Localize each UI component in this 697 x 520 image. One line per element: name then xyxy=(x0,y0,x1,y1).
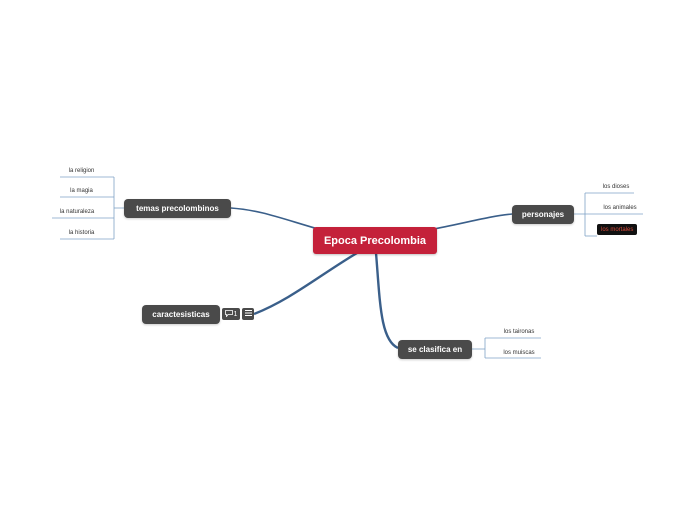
leaf-label: la religion xyxy=(68,168,95,174)
clasifica-leaf-lines xyxy=(472,337,541,359)
leaf-label: los muiscas xyxy=(503,350,535,356)
personajes-leaf-lines xyxy=(574,192,643,237)
topic-label: personajes xyxy=(521,210,565,219)
topic-label: se clasifica en xyxy=(407,345,463,354)
leaf-los-mortales[interactable]: los mortales xyxy=(597,224,638,235)
topic-personajes[interactable]: personajes xyxy=(512,205,574,224)
central-topic[interactable]: Epoca Precolombia xyxy=(313,227,437,254)
leaf-label: los taironas xyxy=(503,329,535,335)
notes-lines-icon xyxy=(244,310,252,318)
leaf-la-historia[interactable]: la historia xyxy=(60,228,103,238)
leaf-los-animales[interactable]: los animales xyxy=(597,203,643,213)
leaf-label: los dioses xyxy=(602,184,630,190)
speech-bubble-icon xyxy=(224,309,233,319)
temas-leaf-lines xyxy=(52,176,124,240)
leaf-la-religion[interactable]: la religion xyxy=(60,166,103,176)
topic-label: temas precolombinos xyxy=(136,204,219,213)
connector-temas xyxy=(230,207,319,230)
leaf-los-dioses[interactable]: los dioses xyxy=(596,182,636,192)
leaf-los-muiscas[interactable]: los muiscas xyxy=(497,348,541,358)
topic-caractesisticas[interactable]: caractesisticas xyxy=(142,305,220,324)
connector-clasifica xyxy=(374,252,399,350)
leaf-la-naturaleza[interactable]: la naturaleza xyxy=(52,207,102,217)
leaf-la-magia[interactable]: la magia xyxy=(60,186,103,196)
comment-count: 1 xyxy=(233,310,238,318)
notes-badge[interactable] xyxy=(242,308,254,320)
connector-personajes xyxy=(433,213,513,230)
leaf-los-taironas[interactable]: los taironas xyxy=(497,327,541,337)
leaf-label: los animales xyxy=(603,205,637,211)
topic-se-clasifica-en[interactable]: se clasifica en xyxy=(398,340,472,359)
central-topic-label: Epoca Precolombia xyxy=(323,234,427,247)
topic-label: caractesisticas xyxy=(152,310,210,319)
leaf-label: la naturaleza xyxy=(59,209,95,215)
connector-caracteristicas xyxy=(253,251,358,316)
leaf-label: los mortales xyxy=(601,226,634,233)
leaf-label: la historia xyxy=(68,230,95,236)
topic-temas-precolombinos[interactable]: temas precolombinos xyxy=(124,199,231,218)
comment-badge[interactable]: 1 xyxy=(222,308,240,320)
leaf-label: la magia xyxy=(70,188,93,194)
